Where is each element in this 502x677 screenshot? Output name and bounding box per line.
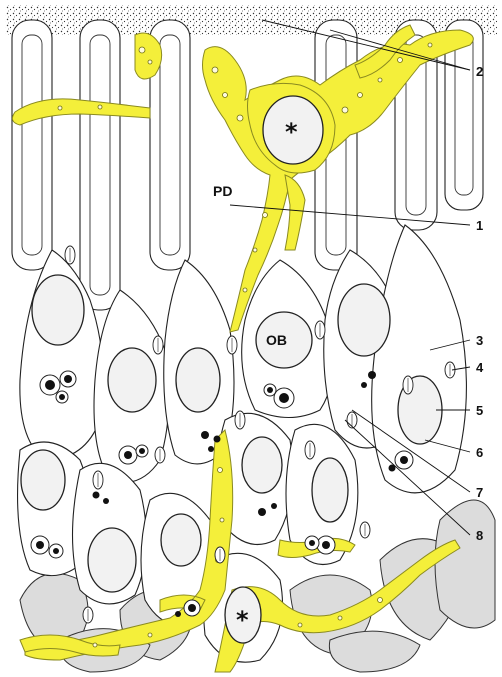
nucleus: [338, 284, 390, 356]
nucleus: [108, 348, 156, 412]
nucleus: [88, 528, 136, 592]
nucleus: [312, 458, 348, 522]
side-label-2: 2: [476, 64, 483, 79]
nucleus: [242, 437, 282, 493]
side-label-4: 4: [476, 360, 484, 375]
nucleus: [21, 450, 65, 510]
side-label-3: 3: [476, 333, 483, 348]
asterisk-bottom: *: [236, 606, 249, 634]
label-pd: PD: [213, 183, 232, 199]
rod-column: [80, 20, 120, 310]
rod-column: [12, 20, 52, 270]
asterisk-top: *: [285, 118, 298, 146]
side-label-7: 7: [476, 485, 483, 500]
side-label-6: 6: [476, 445, 483, 460]
nucleus: [32, 275, 84, 345]
label-ob: OB: [266, 332, 287, 348]
side-label-8: 8: [476, 528, 483, 543]
side-label-1: 1: [476, 218, 483, 233]
nucleus: [161, 514, 201, 566]
nucleus: [176, 348, 220, 412]
side-label-5: 5: [476, 403, 483, 418]
